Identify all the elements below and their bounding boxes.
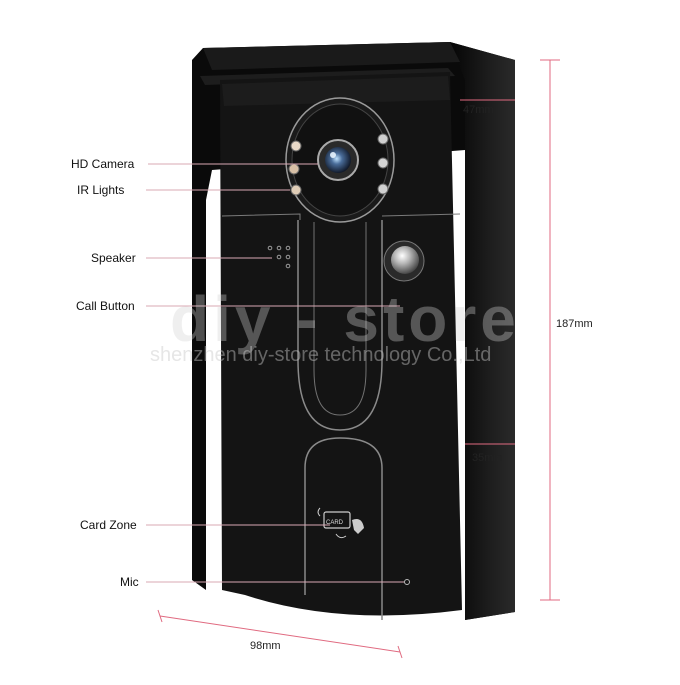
label-call-button: Call Button [76,299,135,313]
dim-width: 98mm [250,640,281,652]
camera-lens [325,147,351,173]
mic-hole [404,579,410,585]
front-panel [220,72,462,616]
card-icon [317,507,364,539]
card-zone-arch [304,437,383,620]
speaker-grille [267,245,291,269]
dim-height: 187mm [556,318,593,330]
rain-cover-side [450,42,515,620]
label-ir-lights: IR Lights [77,183,125,197]
watermark-brand-text: diy - store [170,283,520,355]
label-mic: Mic [120,575,139,589]
dim-cover-top: 47mm [463,104,494,116]
camera-pill-outline [297,220,383,431]
label-speaker: Speaker [91,251,136,265]
ir-leds [288,133,389,196]
label-card-zone: Card Zone [80,518,137,532]
watermark-company: shenzhen diy-store technology Co.,Ltd [150,344,492,366]
dim-cover-bottom: 35mm [472,452,503,464]
card-icon-text: CARD [326,520,344,526]
label-hd-camera: HD Camera [71,157,135,171]
